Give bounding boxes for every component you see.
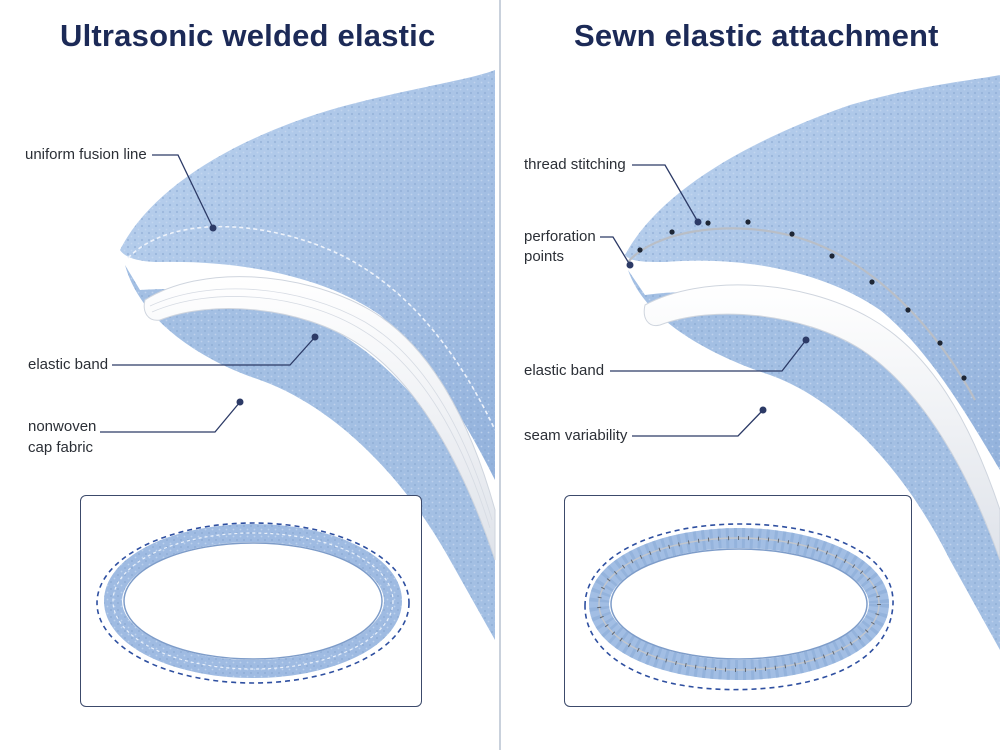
left-leader-lines	[100, 154, 316, 433]
label-seam-variability: seam variability	[524, 427, 628, 444]
left-cap-illustration	[120, 70, 496, 640]
label-thread-stitching: thread stitching	[524, 156, 626, 173]
dot-seam-variability	[759, 406, 767, 414]
right-inset-sewn-ring	[564, 495, 912, 707]
right-leader-lines	[600, 164, 807, 437]
sewn-ring-illustration	[584, 523, 894, 691]
leader-seam-variability	[632, 409, 764, 437]
left-elastic-band	[143, 276, 496, 561]
welded-ring-illustration	[96, 522, 410, 684]
right-perforation-points	[637, 219, 967, 381]
label-left-elastic-band: elastic band	[28, 356, 109, 373]
leader-right-elastic	[610, 339, 807, 372]
label-points: points	[524, 248, 565, 265]
leader-perforation	[600, 236, 631, 266]
dot-thread-stitching	[694, 218, 702, 226]
dot-perforation	[626, 261, 634, 269]
left-inset-welded-ring	[80, 495, 422, 707]
right-elastic-band	[643, 284, 1000, 561]
leader-fusion-line	[152, 154, 214, 229]
dot-fusion-line	[209, 224, 217, 232]
leader-left-elastic	[112, 336, 316, 366]
leader-thread-stitching	[632, 164, 699, 223]
sewn-ring-dashed-outline	[584, 523, 894, 691]
dot-left-fabric	[236, 398, 244, 406]
right-cap-illustration	[625, 75, 1000, 650]
label-right-elastic-band: elastic band	[524, 362, 605, 379]
welded-ring-dashed-outline	[96, 522, 410, 684]
label-cap-fabric: cap fabric	[28, 439, 94, 456]
label-nonwoven: nonwoven	[28, 418, 97, 435]
label-uniform-fusion-line: uniform fusion line	[25, 146, 147, 163]
right-thread-stitching	[627, 227, 976, 401]
dot-left-elastic	[311, 333, 319, 341]
dot-right-elastic	[802, 336, 810, 344]
label-perforation: perforation	[524, 228, 596, 245]
left-panel-title: Ultrasonic welded elastic	[60, 18, 436, 53]
panel-divider	[499, 0, 501, 750]
right-panel-title: Sewn elastic attachment	[574, 18, 939, 53]
leader-left-fabric	[100, 401, 241, 433]
left-fusion-seam	[127, 225, 496, 431]
